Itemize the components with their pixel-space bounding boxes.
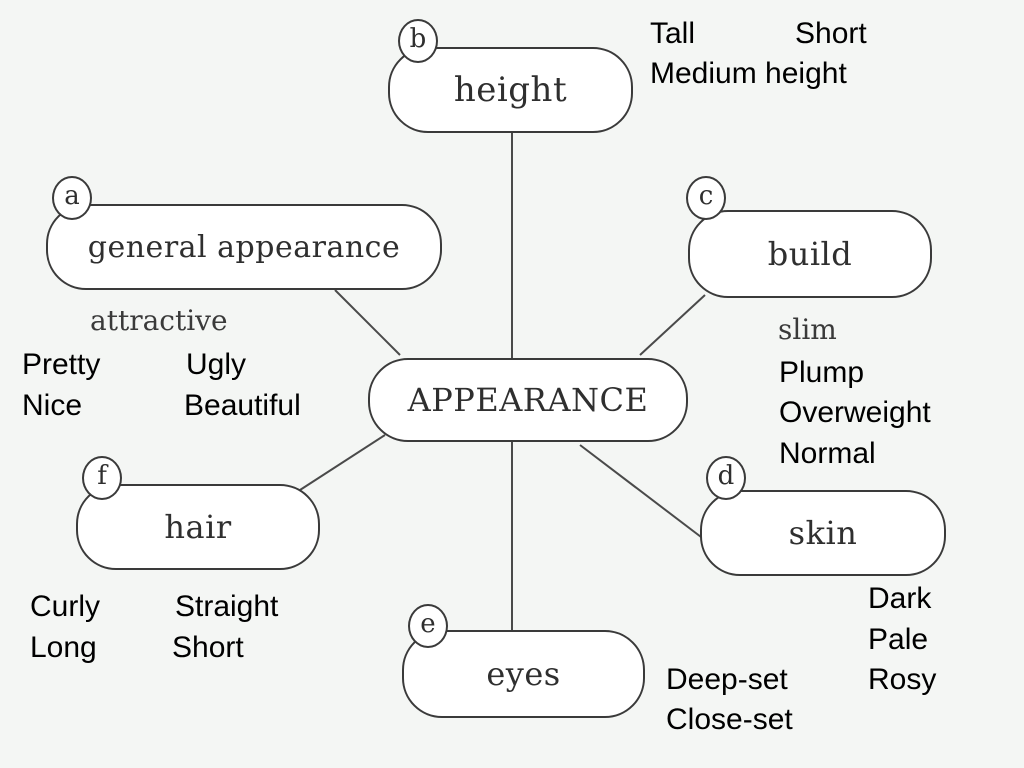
badge-a: a bbox=[52, 176, 92, 220]
badge-f: f bbox=[82, 456, 122, 500]
connector-general-appearance bbox=[334, 289, 401, 356]
node-eyes-label: eyes bbox=[486, 655, 561, 693]
badge-d: d bbox=[706, 456, 746, 500]
badge-e: e bbox=[408, 604, 448, 648]
word-ugly: Ugly bbox=[186, 348, 247, 381]
connector-build bbox=[639, 294, 706, 356]
word-short-hair: Short bbox=[172, 631, 244, 664]
word-normal: Normal bbox=[779, 437, 876, 470]
connector-skin bbox=[579, 444, 706, 541]
badge-c: c bbox=[686, 176, 726, 220]
node-general-appearance: general appearance bbox=[46, 204, 442, 290]
word-long: Long bbox=[30, 631, 97, 664]
node-eyes: eyes bbox=[402, 630, 645, 718]
node-skin: skin bbox=[700, 490, 946, 576]
badge-b: b bbox=[398, 19, 438, 63]
word-medium-height: Medium height bbox=[650, 57, 847, 90]
node-height: height bbox=[388, 47, 633, 133]
word-short-height: Short bbox=[795, 17, 867, 50]
node-height-label: height bbox=[453, 70, 568, 110]
center-label: APPEARANCE bbox=[407, 381, 649, 419]
node-skin-label: skin bbox=[788, 514, 858, 552]
word-dark: Dark bbox=[868, 582, 932, 615]
connector-hair bbox=[299, 434, 386, 491]
word-pale: Pale bbox=[868, 623, 929, 656]
node-hair: hair bbox=[76, 484, 320, 570]
word-straight: Straight bbox=[175, 590, 279, 623]
example-slim: slim bbox=[778, 313, 837, 346]
node-general-appearance-label: general appearance bbox=[87, 229, 401, 265]
word-beautiful: Beautiful bbox=[184, 389, 301, 422]
word-rosy: Rosy bbox=[868, 663, 937, 696]
word-pretty: Pretty bbox=[22, 348, 101, 381]
word-nice: Nice bbox=[22, 389, 83, 422]
word-plump: Plump bbox=[779, 356, 865, 389]
word-curly: Curly bbox=[30, 590, 101, 623]
example-attractive: attractive bbox=[90, 304, 228, 337]
word-overweight: Overweight bbox=[779, 396, 931, 429]
node-build-label: build bbox=[767, 235, 853, 273]
center-node-appearance: APPEARANCE bbox=[368, 358, 688, 442]
node-hair-label: hair bbox=[164, 508, 232, 546]
word-deep-set: Deep-set bbox=[666, 663, 788, 696]
word-tall: Tall bbox=[650, 17, 696, 50]
node-build: build bbox=[688, 210, 932, 298]
word-close-set: Close-set bbox=[666, 703, 793, 736]
